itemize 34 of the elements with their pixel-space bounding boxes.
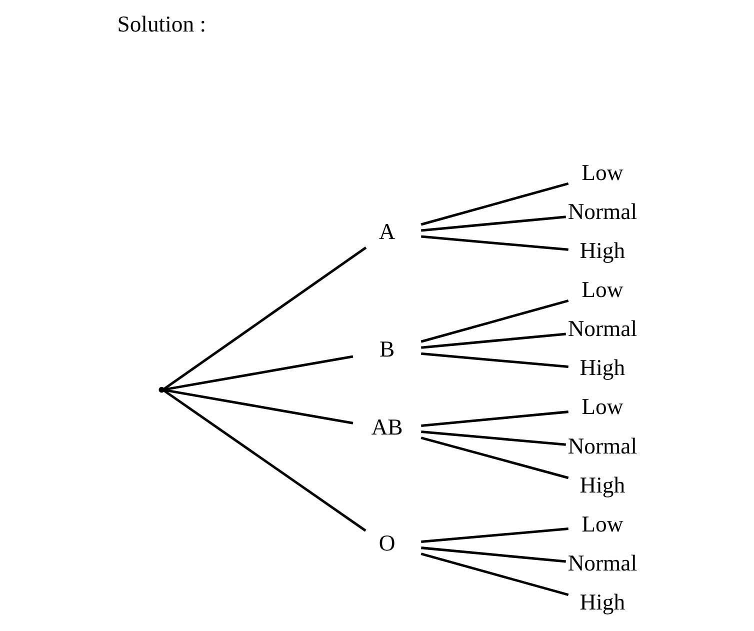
connector xyxy=(421,430,566,446)
connector xyxy=(421,352,568,368)
node-text: A xyxy=(378,219,396,244)
node-text: High xyxy=(580,238,626,264)
node-point xyxy=(158,386,165,393)
node-text: High xyxy=(580,355,626,380)
node-text: Low xyxy=(582,160,624,185)
node-text: High xyxy=(580,589,626,614)
label: Solution : xyxy=(117,11,206,36)
node-text: Normal xyxy=(568,433,638,458)
node-text: Normal xyxy=(568,199,638,224)
node-text: B xyxy=(380,336,395,362)
connector xyxy=(421,216,566,232)
connector xyxy=(420,436,569,480)
connector xyxy=(421,235,568,251)
connector xyxy=(421,527,568,544)
node-text: High xyxy=(580,472,626,498)
node-text: Normal xyxy=(568,550,638,576)
connector xyxy=(421,546,566,563)
connector xyxy=(421,410,568,427)
connector xyxy=(420,552,569,596)
connector xyxy=(163,246,367,390)
node-text: AB xyxy=(371,414,403,440)
node-text: Low xyxy=(582,277,624,302)
node-text: Normal xyxy=(568,316,638,342)
connector xyxy=(164,388,354,424)
connector xyxy=(163,389,366,532)
connector xyxy=(421,332,566,349)
connector xyxy=(420,299,569,343)
node-text: Low xyxy=(582,511,624,536)
connector xyxy=(420,182,569,226)
node-text: Low xyxy=(582,394,624,420)
node-text: O xyxy=(378,530,396,556)
connector xyxy=(164,355,354,391)
